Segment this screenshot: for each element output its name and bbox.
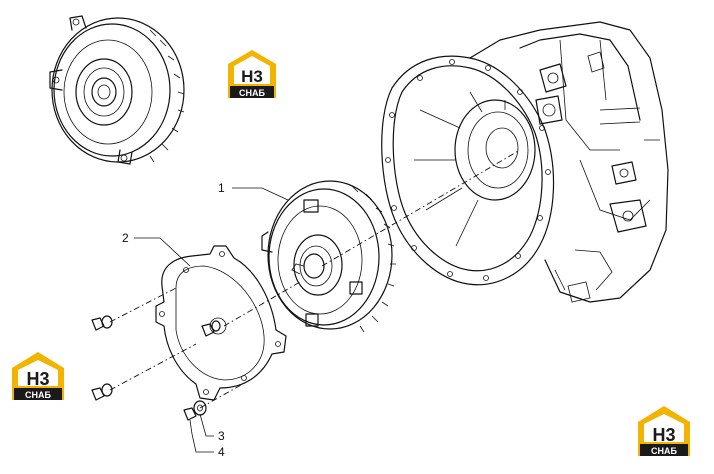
bolt-center (201, 320, 221, 337)
logo-main-text: H3 (652, 425, 675, 445)
torque-converter-part-1 (261, 180, 396, 333)
torque-converter-top-view (49, 15, 185, 165)
callout-1: 1 (218, 181, 225, 195)
leader-lines (134, 187, 289, 453)
bolt-part-4 (183, 407, 197, 435)
watermark-logo-top: H3 CHAБ (228, 50, 276, 98)
callout-2: 2 (122, 231, 129, 245)
logo-sub-text: CHAБ (239, 88, 265, 98)
flange-bolt-holes (385, 59, 551, 281)
callout-4: 4 (218, 445, 225, 459)
flex-plate-part-2 (155, 245, 287, 401)
transmission-housing (381, 21, 669, 303)
callout-labels: 1 2 3 4 (122, 181, 225, 459)
logo-main-text: H3 (26, 369, 49, 389)
watermark-logo-left: H3 CHAБ (12, 352, 64, 400)
watermark-logo-bottom-right: H3 CHAБ (638, 406, 690, 456)
bolt-lower (91, 383, 113, 401)
logo-sub-text: CHAБ (25, 390, 51, 400)
logo-main-text: H3 (241, 67, 263, 86)
callout-3: 3 (218, 429, 225, 443)
assembly-axis-lines (109, 149, 521, 409)
logo-sub-text: CHAБ (651, 446, 677, 456)
bolt-upper (91, 315, 113, 331)
